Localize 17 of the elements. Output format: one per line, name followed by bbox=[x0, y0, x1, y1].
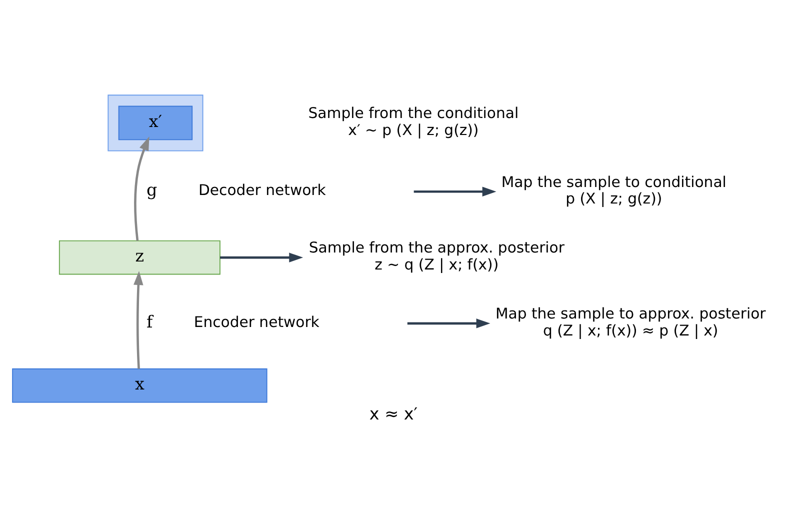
node-text: Sample from the approx. posterior z ∼ q (Z | x; f(x)) bbox=[308, 240, 564, 274]
arrow bbox=[220, 252, 304, 262]
node-box: x bbox=[12, 368, 268, 403]
arrow bbox=[134, 136, 150, 241]
arrow bbox=[134, 271, 144, 369]
node-text: Map the sample to conditional p (X | z; g(z)) bbox=[501, 174, 726, 208]
label: Encoder network bbox=[194, 314, 320, 331]
arrow bbox=[407, 318, 490, 328]
arrow bbox=[414, 186, 496, 197]
node-box: z bbox=[58, 240, 220, 275]
node-box: x′ bbox=[118, 106, 193, 140]
node-text: Sample from the conditional x′ ∼ p (X | z; g(z)) bbox=[308, 105, 519, 139]
node-text: Map the sample to approx. posterior q (Z | x; f(x)) ≈ p (Z | x) bbox=[495, 306, 766, 340]
edge-label: f bbox=[146, 312, 153, 332]
caption: x ≈ x′ bbox=[369, 403, 418, 424]
edge-label: g bbox=[146, 180, 158, 200]
label: Decoder network bbox=[198, 182, 326, 200]
